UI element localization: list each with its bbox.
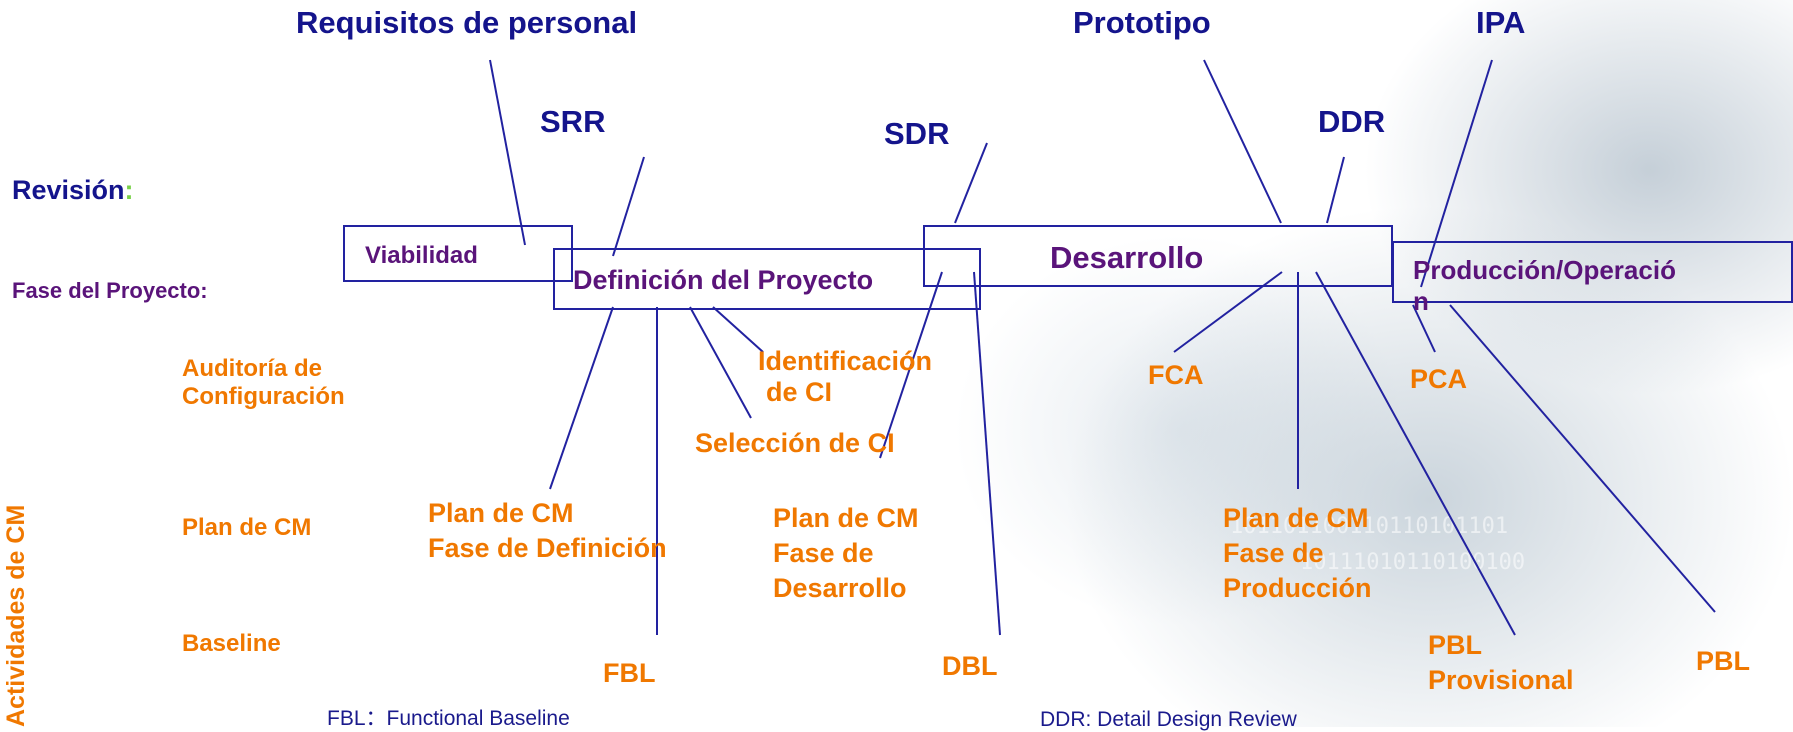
line-srr: [612, 156, 645, 257]
review-ipa-label: IPA: [1476, 5, 1526, 40]
line-ipa: [1420, 59, 1493, 288]
phase-box-viabilidad: [343, 225, 573, 282]
row-label-revision: Revisión:: [12, 175, 134, 205]
line-plan-des: [879, 271, 943, 459]
line-identificacion: [712, 306, 764, 353]
activity-seleccion-label: Selección de CI: [695, 428, 895, 458]
row-label-fase: Fase del Proyecto:: [12, 278, 208, 303]
review-prototipo-label: Prototipo: [1073, 5, 1211, 40]
phase-desarrollo-label: Desarrollo: [1050, 240, 1204, 275]
line-plan-def: [549, 306, 614, 490]
phase-definicion-label: Definición del Proyecto: [573, 265, 874, 295]
line-requisitos: [489, 59, 526, 246]
line-sdr: [954, 142, 988, 224]
line-dbl: [973, 271, 1001, 636]
review-requisitos-label: Requisitos de personal: [296, 5, 638, 40]
line-pbl: [1449, 304, 1716, 613]
phase-box-definicion: [553, 248, 981, 310]
binary-digits: 101101100110110101101: [1230, 514, 1509, 539]
row-label-baseline: Baseline: [182, 630, 281, 657]
line-ddr: [1326, 156, 1345, 224]
review-srr-label: SRR: [540, 104, 606, 139]
binary-digits: 10111010110100100: [1300, 550, 1526, 575]
phase-box-produccion: [1392, 241, 1793, 303]
activity-fbl-label: FBL: [603, 658, 656, 688]
row-label-plan: Plan de CM: [182, 514, 312, 541]
activity-pbl-label: PBL: [1696, 646, 1750, 676]
activity-fca-label: FCA: [1148, 360, 1204, 390]
note-fbl: FBL：Functional Baseline: [327, 707, 570, 730]
note-ddr: DDR: Detail Design Review: [1040, 708, 1297, 731]
vertical-label-actividades: Actividades de CM: [2, 504, 30, 727]
activity-pca-label: PCA: [1410, 364, 1468, 394]
phase-viabilidad-label: Viabilidad: [365, 242, 478, 269]
line-pca: [1412, 304, 1436, 353]
line-pbl-prov: [1315, 271, 1516, 636]
review-ddr-label: DDR: [1318, 104, 1386, 139]
line-prototipo: [1203, 59, 1282, 224]
line-seleccion: [689, 306, 752, 419]
activity-dbl-label: DBL: [942, 651, 998, 681]
review-sdr-label: SDR: [884, 116, 950, 151]
